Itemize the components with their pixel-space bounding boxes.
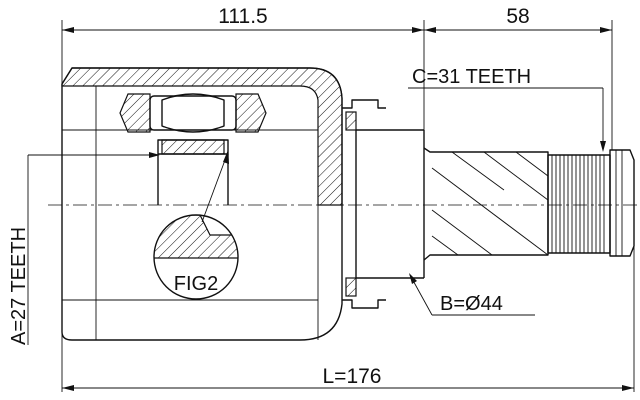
overall-length-label: L=176 bbox=[323, 365, 382, 388]
outer-teeth-callout: C=31 TEETH bbox=[408, 66, 606, 152]
bearing-ring-right bbox=[235, 93, 267, 133]
collar-and-clamp bbox=[342, 99, 425, 309]
splined-stem bbox=[423, 147, 635, 261]
housing-length-label: 111.5 bbox=[218, 5, 267, 28]
dimension-housing-length: 111.5 bbox=[62, 5, 424, 33]
seal-diameter-callout: B=Ø44 bbox=[409, 273, 535, 316]
dimension-stem-length: 58 bbox=[424, 5, 612, 33]
inner-teeth-callout: A=27 TEETH bbox=[8, 152, 160, 345]
bearing-assembly bbox=[119, 93, 267, 205]
outer-teeth-label: C=31 TEETH bbox=[412, 66, 531, 88]
housing-wall-section bbox=[61, 67, 343, 206]
inner-teeth-label: A=27 TEETH bbox=[8, 227, 30, 345]
seal-diameter-label: B=Ø44 bbox=[440, 293, 503, 315]
dimension-overall-length: L=176 bbox=[62, 365, 634, 391]
fig2-detail: FIG2 bbox=[153, 150, 239, 300]
spider-hub-section bbox=[161, 139, 225, 155]
fig2-label: FIG2 bbox=[174, 273, 218, 295]
bearing-ring-left bbox=[119, 93, 151, 133]
stem-length-label: 58 bbox=[506, 5, 529, 28]
